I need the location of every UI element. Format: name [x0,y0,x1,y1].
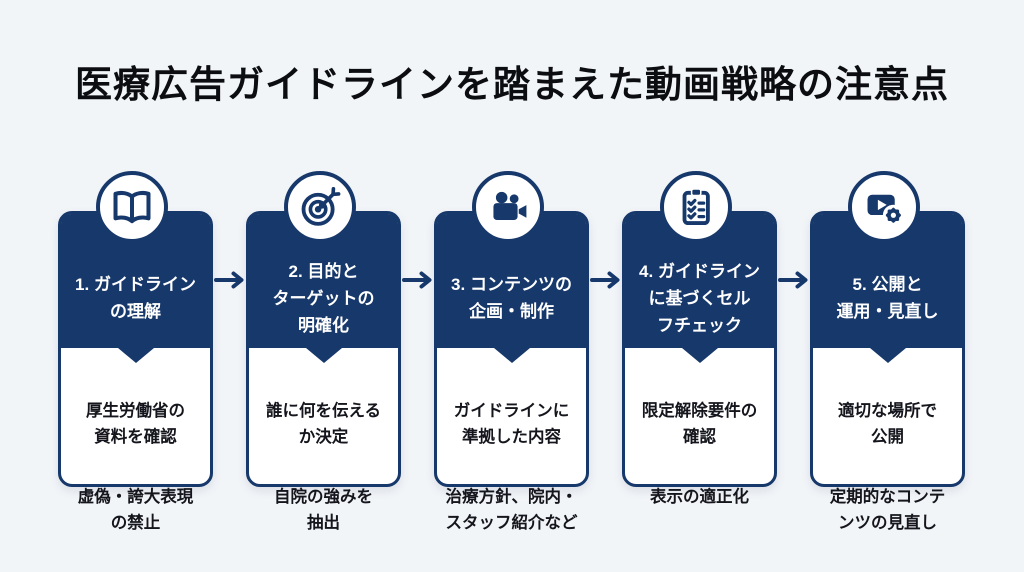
right-arrow-icon [590,269,621,291]
step-card: 3. コンテンツの 企画・制作 ガイドラインに 準拠した内容 治療方針、院内・ … [434,171,589,532]
step-detail-item: 適切な場所で 公開 [838,402,937,446]
step-details: 限定解除要件の 確認 表示の適正化 [625,348,774,536]
video-settings-icon [861,184,907,230]
flow-arrow [401,211,434,487]
step-detail-item: 定期的なコンテ ンツの見直し [829,488,946,532]
notch-pointer [869,348,906,363]
target-dart-icon [297,184,343,230]
flow-arrow [777,211,810,487]
notch-pointer [305,348,342,363]
step-card: 2. 目的と ターゲットの 明確化 誰に何を伝える か決定 自院の強みを 抽出 [246,171,401,532]
step-detail-item: ガイドラインに 準拠した内容 [453,402,570,446]
step-details: ガイドラインに 準拠した内容 治療方針、院内・ スタッフ紹介など [437,348,586,562]
right-arrow-icon [402,269,433,291]
process-flow: 1. ガイドライン の理解 厚生労働省の 資料を確認 虚偽・誇大表現 の禁止 2… [58,171,965,532]
step-details: 厚生労働省の 資料を確認 虚偽・誇大表現 の禁止 [61,348,210,562]
video-camera-icon [485,184,531,230]
checklist-clipboard-icon [673,184,719,230]
step-detail-item: 誰に何を伝える か決定 [265,402,381,446]
step-card: 4. ガイドライン に基づくセル フチェック 限定解除要件の 確認 表示の適正化 [622,171,777,506]
notch-pointer [681,348,718,363]
open-book-icon [109,184,155,230]
step-detail-item: 虚偽・誇大表現 の禁止 [77,488,194,532]
step-card: 5. 公開と 運用・見直し 適切な場所で 公開 定期的なコンテ ンツの見直し [810,171,965,532]
step-details: 適切な場所で 公開 定期的なコンテ ンツの見直し [813,348,962,562]
step-title: 2. 目的と ターゲットの 明確化 [249,214,398,348]
step-icon-circle [659,171,732,243]
page-title: 医療広告ガイドラインを踏まえた動画戦略の注意点 [75,64,949,105]
step-detail-item: 治療方針、院内・ スタッフ紹介など [445,488,578,532]
step-detail-item: 自院の強みを 抽出 [274,488,373,532]
step-icon-circle [847,171,920,243]
right-arrow-icon [214,269,245,291]
step-icon-circle [283,171,356,243]
flow-arrow [589,211,622,487]
step-details: 誰に何を伝える か決定 自院の強みを 抽出 [249,348,398,562]
notch-pointer [117,348,154,363]
flow-arrow [213,211,246,487]
right-arrow-icon [778,269,809,291]
step-icon-circle [471,171,544,243]
step-card: 1. ガイドライン の理解 厚生労働省の 資料を確認 虚偽・誇大表現 の禁止 [58,171,213,532]
step-icon-circle [95,171,168,243]
notch-pointer [493,348,530,363]
step-detail-item: 限定解除要件の 確認 [641,402,758,446]
step-detail-item: 厚生労働省の 資料を確認 [86,402,185,446]
step-detail-item: 表示の適正化 [650,488,749,506]
